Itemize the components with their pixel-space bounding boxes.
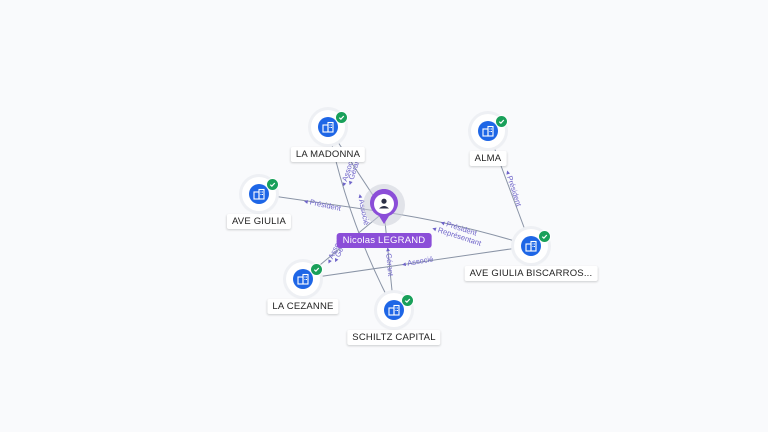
verified-check-icon xyxy=(266,178,279,191)
person-label[interactable]: Nicolas LEGRAND xyxy=(336,233,432,248)
node-circle[interactable] xyxy=(286,262,320,296)
building-icon xyxy=(384,300,404,320)
company-label[interactable]: ALMA xyxy=(469,151,507,166)
edge-label: ◂ Président xyxy=(303,196,342,213)
map-pin-icon xyxy=(370,189,398,224)
building-icon xyxy=(293,269,313,289)
node-circle[interactable] xyxy=(514,229,548,263)
verified-check-icon xyxy=(538,230,551,243)
building-icon xyxy=(478,121,498,141)
company-label[interactable]: LA CEZANNE xyxy=(267,299,339,314)
edge-label: ◂ Président xyxy=(503,169,523,208)
verified-check-icon xyxy=(495,115,508,128)
building-icon xyxy=(521,236,541,256)
company-label[interactable]: AVE GIULIA BISCARROS... xyxy=(464,266,598,281)
company-label[interactable]: AVE GIULIA xyxy=(226,214,292,229)
building-icon xyxy=(249,184,269,204)
person-icon xyxy=(379,198,389,209)
company-label[interactable]: SCHILTZ CAPITAL xyxy=(347,330,441,345)
edge-label: ◂ Gérant xyxy=(384,247,396,277)
company-label[interactable]: LA MADONNA xyxy=(290,147,366,162)
building-icon xyxy=(318,117,338,137)
verified-check-icon xyxy=(335,111,348,124)
edge-la-cezanne-ave-giulia-biscarrosse xyxy=(302,245,532,280)
verified-check-icon xyxy=(310,263,323,276)
verified-check-icon xyxy=(401,294,414,307)
edge-label: ◂ Associé xyxy=(401,254,434,268)
